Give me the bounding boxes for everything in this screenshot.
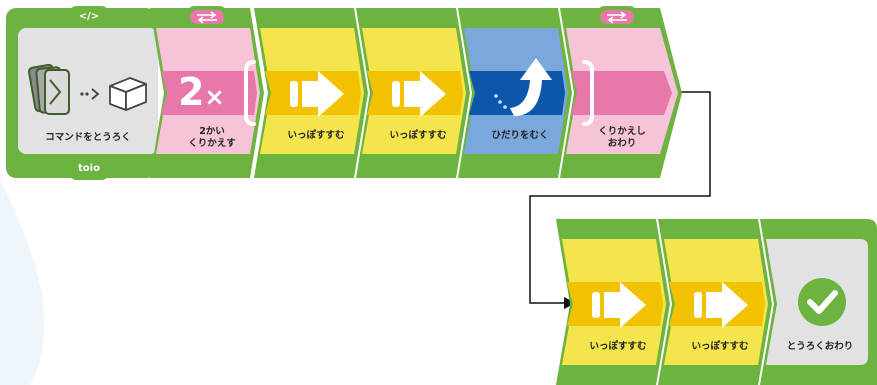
- close-bracket-icon: [582, 60, 594, 126]
- forward-label: いっぽすすむ: [691, 341, 749, 352]
- forward-card[interactable]: いっぽすすむ: [254, 8, 369, 178]
- arrow-forward-icon: [592, 282, 646, 328]
- forward-card[interactable]: いっぽすすむ: [658, 219, 773, 385]
- repeat-tab-icon: [600, 10, 634, 24]
- forward-card[interactable]: いっぽすすむ: [556, 219, 671, 385]
- cube-icon: [109, 77, 147, 111]
- open-bracket-icon: [244, 60, 256, 126]
- end-label: とうろくおわり: [786, 341, 854, 352]
- end-card[interactable]: とうろくおわり: [760, 219, 877, 385]
- command-cards-icon: [27, 63, 70, 115]
- code-tab-icon: </>: [78, 11, 100, 22]
- checkmark-icon: [798, 278, 846, 326]
- arrow-forward-icon: [290, 71, 344, 117]
- repeat-tab-icon: [190, 10, 224, 24]
- arrow-forward-icon: [392, 71, 446, 117]
- forward-label: いっぽすすむ: [389, 130, 447, 141]
- repeat-end-card[interactable]: くりかえし おわり: [560, 6, 685, 178]
- turn-left-icon: [494, 58, 552, 116]
- repeat-count: 2×: [178, 70, 225, 114]
- forward-label: いっぽすすむ: [589, 341, 647, 352]
- toio-logo: toio: [78, 163, 100, 174]
- repeat-start-card[interactable]: 2× 2かい くりかえす: [150, 6, 265, 178]
- dotted-arrow-icon: [80, 88, 100, 100]
- turn-left-label: ひだりをむく: [491, 130, 549, 141]
- repeat-end-label: くりかえし おわり: [598, 126, 646, 149]
- forward-card[interactable]: いっぽすすむ: [356, 8, 471, 178]
- start-card[interactable]: </> コマンドをとうろく toio: [6, 6, 166, 180]
- start-label: コマンドをとうろく: [45, 132, 131, 143]
- turn-left-card[interactable]: ひだりをむく: [458, 8, 573, 178]
- arrow-forward-icon: [694, 282, 748, 328]
- forward-label: いっぽすすむ: [287, 130, 345, 141]
- repeat-start-label: 2かい くりかえす: [188, 126, 236, 149]
